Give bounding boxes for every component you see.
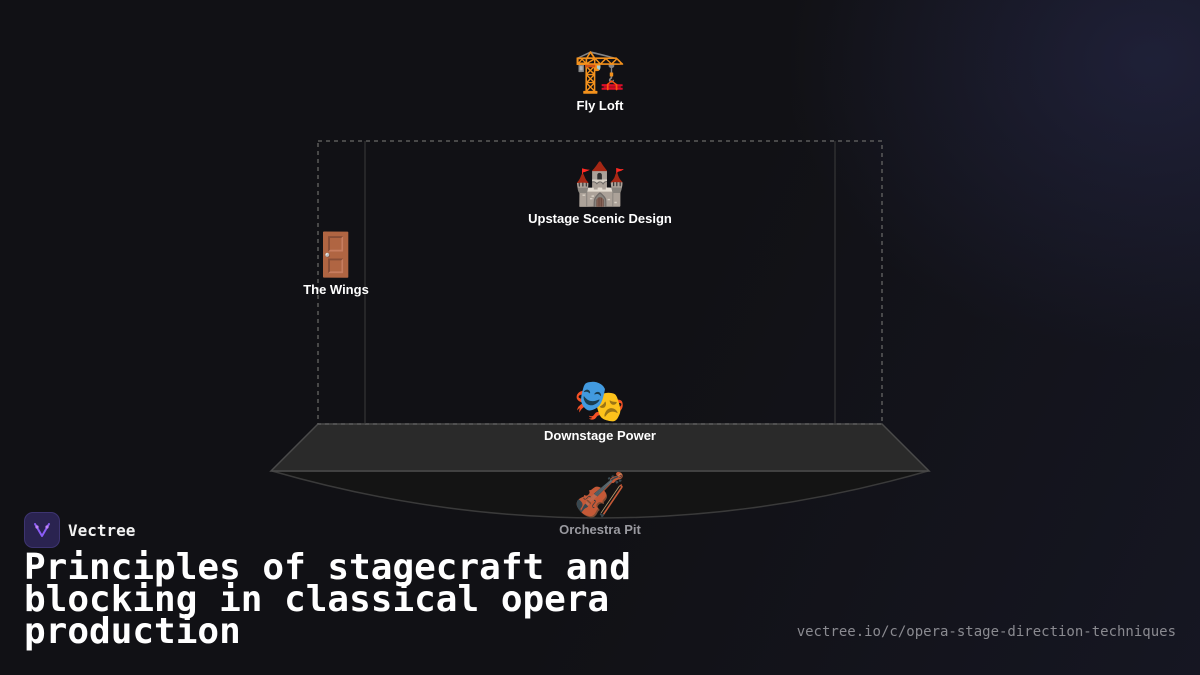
node-label: Fly Loft xyxy=(576,98,624,113)
node-wings: 🚪 The Wings xyxy=(303,230,369,297)
brand[interactable]: Vectree xyxy=(24,512,135,548)
node-fly-loft: 🏗️ Fly Loft xyxy=(574,46,626,113)
node-label: Upstage Scenic Design xyxy=(528,211,672,226)
node-orchestra-pit: 🎻 Orchestra Pit xyxy=(559,470,641,537)
node-label: Downstage Power xyxy=(544,428,656,443)
page-title: Principles of stagecraft and blocking in… xyxy=(24,547,631,652)
node-downstage: 🎭 Downstage Power xyxy=(544,376,656,443)
castle-icon: 🏰 xyxy=(573,159,627,208)
proscenium-frame xyxy=(317,140,883,425)
crane-icon: 🏗️ xyxy=(573,46,627,95)
theater-masks-icon: 🎭 xyxy=(573,376,627,425)
vectree-logo-icon xyxy=(24,512,60,548)
brand-name: Vectree xyxy=(68,520,136,540)
node-label: Orchestra Pit xyxy=(559,522,641,537)
violin-icon: 🎻 xyxy=(573,470,627,519)
source-url[interactable]: vectree.io/c/opera-stage-direction-techn… xyxy=(796,624,1176,640)
orchestra-pit-shape xyxy=(271,470,929,519)
door-icon: 🚪 xyxy=(309,230,363,279)
node-label: The Wings xyxy=(303,282,369,297)
node-upstage: 🏰 Upstage Scenic Design xyxy=(528,159,672,226)
